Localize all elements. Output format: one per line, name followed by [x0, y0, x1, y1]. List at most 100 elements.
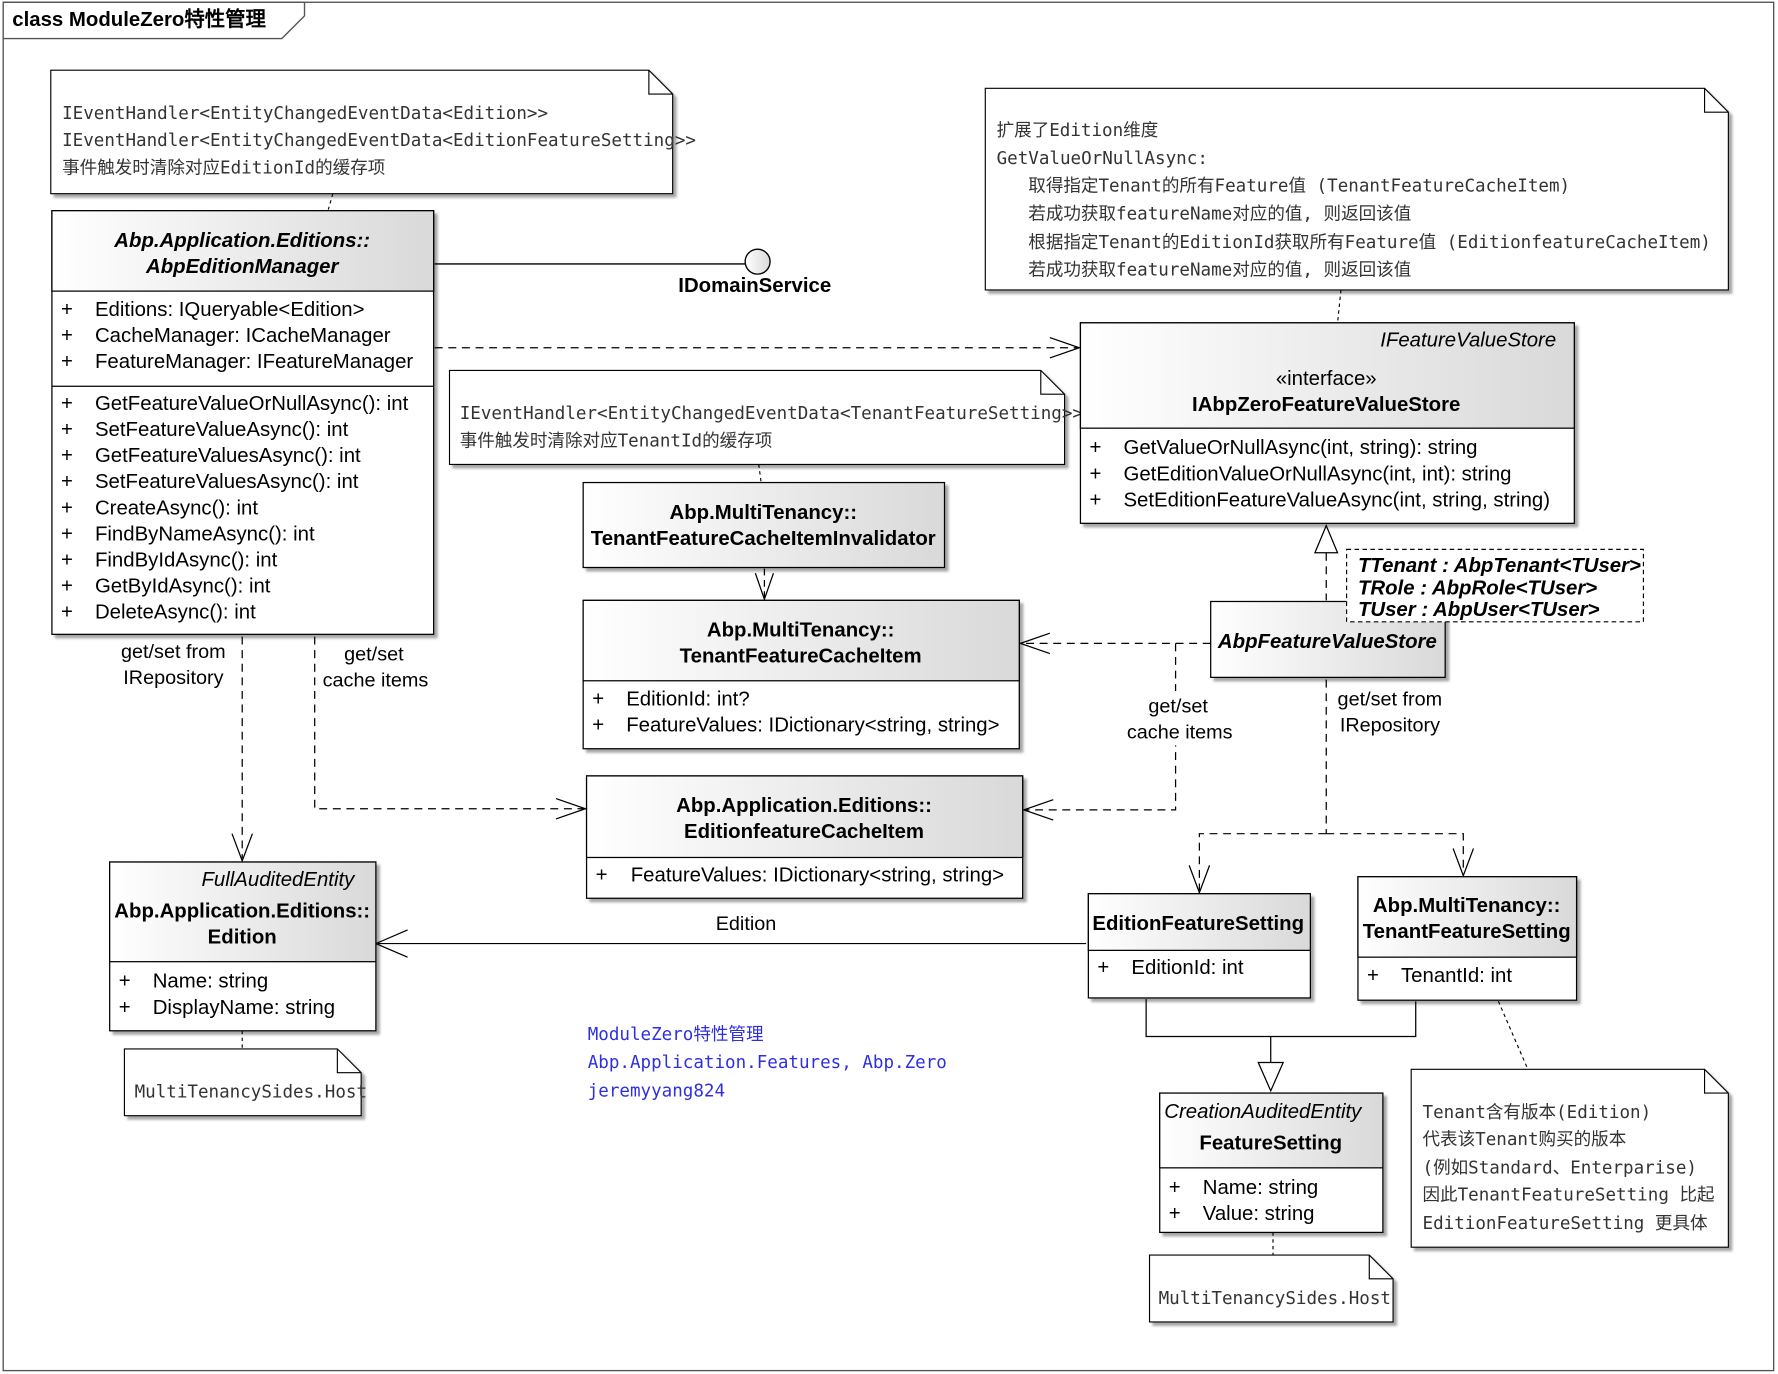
- note-line: IEventHandler<EntityChangedEventData<Edi…: [62, 104, 548, 124]
- note-anchor: [327, 193, 334, 210]
- parent-class-name: FullAuditedEntity: [201, 869, 356, 891]
- class-tenant-feature-setting[interactable]: Abp.MultiTenancy:: TenantFeatureSetting …: [1357, 876, 1578, 1001]
- member-visibility: +: [61, 549, 73, 571]
- class-name: AbpFeatureValueStore: [1217, 631, 1437, 653]
- class-abp-edition-manager[interactable]: Abp.Application.Editions:: AbpEditionMan…: [51, 210, 435, 635]
- member-text: TenantId: int: [1401, 965, 1512, 987]
- attribute-list: +EditionId: int: [1097, 957, 1243, 979]
- member-text: SetFeatureValuesAsync(): int: [95, 471, 359, 493]
- parent-class-name: CreationAuditedEntity: [1164, 1101, 1363, 1123]
- template-param: TRole : AbpRole<TUser>: [1358, 578, 1597, 600]
- member-text: Value: string: [1203, 1203, 1315, 1225]
- member-visibility: +: [61, 419, 73, 441]
- label-manager-cache-1: get/set: [344, 643, 404, 665]
- member-visibility: +: [61, 445, 73, 467]
- member-visibility: +: [592, 715, 604, 737]
- member-visibility: +: [592, 689, 604, 711]
- member-text: SetEditionFeatureValueAsync(int, string,…: [1123, 489, 1550, 511]
- label-store-cache-2: cache items: [1127, 722, 1233, 744]
- member-visibility: +: [61, 601, 73, 623]
- class-feature-setting[interactable]: CreationAuditedEntity FeatureSetting + Na…: [1159, 1092, 1384, 1234]
- caption-line: Abp.Application.Features, Abp.Zero: [588, 1053, 947, 1073]
- template-param: TTenant : AbpTenant<TUser>: [1358, 555, 1641, 577]
- hollow-triangle-icon: [1313, 523, 1339, 554]
- class-tenant-feature-cache-item[interactable]: Abp.MultiTenancy:: TenantFeatureCacheIte…: [582, 599, 1020, 750]
- member-text: Name: string: [1203, 1177, 1319, 1199]
- note-line: 若成功获取featureName对应的值, 则返回该值: [997, 205, 1412, 225]
- arrowhead-open-icon: [231, 833, 253, 863]
- note-line: 事件触发时清除对应TenantId的缓存项: [460, 431, 773, 451]
- class-name: TenantFeatureCacheItem: [680, 646, 922, 668]
- member-visibility: +: [61, 393, 73, 415]
- attribute-list: + TenantId: int: [1367, 965, 1512, 987]
- class-name: FeatureSetting: [1199, 1133, 1342, 1155]
- caption-line: jeremyyang824: [588, 1081, 725, 1101]
- note-anchor: [758, 464, 762, 482]
- label-store-repo-1: get/set from: [1338, 689, 1443, 711]
- label-store-repo-2: IRepository: [1340, 715, 1440, 737]
- dependency-store-to-tenant-setting: [1326, 833, 1464, 874]
- attribute-list: +Editions: IQueryable<Edition>+CacheMana…: [61, 299, 413, 373]
- note-line: IEventHandler<EntityChangedEventData<Ten…: [460, 404, 1083, 424]
- class-iabpzero-feature-value-store[interactable]: IFeatureValueStore «interface» IAbpZeroF…: [1079, 322, 1575, 524]
- note-line: 取得指定Tenant的所有Feature值 (TenantFeatureCach…: [997, 176, 1571, 196]
- note-line: 事件触发时清除对应EditionId的缓存项: [62, 158, 385, 178]
- class-name: Edition: [208, 927, 277, 949]
- member-text: FindByIdAsync(): int: [95, 549, 278, 571]
- note-line: 代表该Tenant购买的版本: [1423, 1130, 1627, 1150]
- member-visibility: +: [61, 471, 73, 493]
- class-name: Abp.MultiTenancy::: [707, 620, 895, 642]
- arrowhead-open-icon: [1021, 799, 1054, 821]
- note-tenant-invalidator: [448, 369, 1066, 465]
- idomainservice-lollipop-icon: [744, 248, 771, 275]
- note-line: MultiTenancySides.Host: [1159, 1289, 1391, 1309]
- class-name: AbpEditionManager: [145, 256, 339, 278]
- member-visibility: +: [119, 997, 131, 1019]
- idomainservice-label: IDomainService: [678, 275, 831, 297]
- label-manager-cache-2: cache items: [323, 669, 429, 691]
- member-visibility: +: [61, 325, 73, 347]
- member-text: Editions: IQueryable<Edition>: [95, 299, 365, 321]
- member-visibility: +: [61, 523, 73, 545]
- member-text: FeatureValues: IDictionary<string, strin…: [626, 715, 999, 737]
- attribute-list: +Name: string+DisplayName: string: [119, 971, 335, 1019]
- class-edition[interactable]: FullAuditedEntity Abp.Application.Editio…: [109, 861, 377, 1032]
- member-text: EditionId: int?: [626, 689, 749, 711]
- arrowhead-open-icon: [1452, 848, 1475, 878]
- member-text: DeleteAsync(): int: [95, 601, 256, 623]
- member-visibility: +: [1169, 1177, 1181, 1199]
- operation-list: +GetFeatureValueOrNullAsync(): int+SetFe…: [61, 393, 409, 623]
- caption-line: ModuleZero特性管理: [588, 1025, 764, 1045]
- class-tenant-feature-cache-item-invalidator[interactable]: Abp.MultiTenancy:: TenantFeatureCacheIte…: [582, 481, 946, 569]
- member-visibility: +: [61, 299, 73, 321]
- frame-title: class ModuleZero特性管理: [12, 7, 266, 31]
- class-name: EditionfeatureCacheItem: [684, 821, 924, 843]
- hollow-triangle-icon: [1257, 1061, 1285, 1093]
- parent-class-name: IFeatureValueStore: [1380, 330, 1556, 352]
- label-edition-assoc: Edition: [716, 913, 777, 935]
- class-name: TenantFeatureSetting: [1363, 921, 1571, 943]
- class-edition-feature-setting[interactable]: EditionFeatureSetting +EditionId: int: [1087, 893, 1311, 999]
- arrowhead-open-icon: [1188, 865, 1211, 895]
- member-text: GetFeatureValuesAsync(): int: [95, 445, 361, 467]
- note-line: GetValueOrNullAsync:: [997, 149, 1208, 169]
- member-visibility: +: [119, 971, 131, 993]
- operation-list: +GetValueOrNullAsync(int, string): strin…: [1089, 437, 1550, 511]
- member-text: GetByIdAsync(): int: [95, 575, 271, 597]
- member-visibility: +: [1367, 965, 1379, 987]
- member-text: GetEditionValueOrNullAsync(int, int): st…: [1123, 463, 1511, 485]
- member-visibility: +: [1169, 1203, 1181, 1225]
- member-text: GetValueOrNullAsync(int, string): string: [1123, 437, 1477, 459]
- member-visibility: +: [1097, 957, 1109, 979]
- note-feature-setting-sides: [1148, 1254, 1394, 1323]
- attribute-list: + EditionId: int? + FeatureValues: IDiction…: [592, 689, 999, 737]
- diagram-caption: ModuleZero特性管理 Abp.Application.Features,…: [588, 1025, 947, 1102]
- attribute-list: + Name: string + Value: string: [1169, 1177, 1318, 1225]
- class-name: Abp.Application.Editions::: [676, 795, 932, 817]
- note-value-store: [984, 87, 1729, 291]
- frame-title-tab: [2, 1, 306, 40]
- class-edition-feature-cache-item[interactable]: Abp.Application.Editions:: Editionfeatur…: [585, 775, 1024, 899]
- member-visibility: +: [596, 864, 608, 886]
- label-store-cache-1: get/set: [1148, 695, 1208, 717]
